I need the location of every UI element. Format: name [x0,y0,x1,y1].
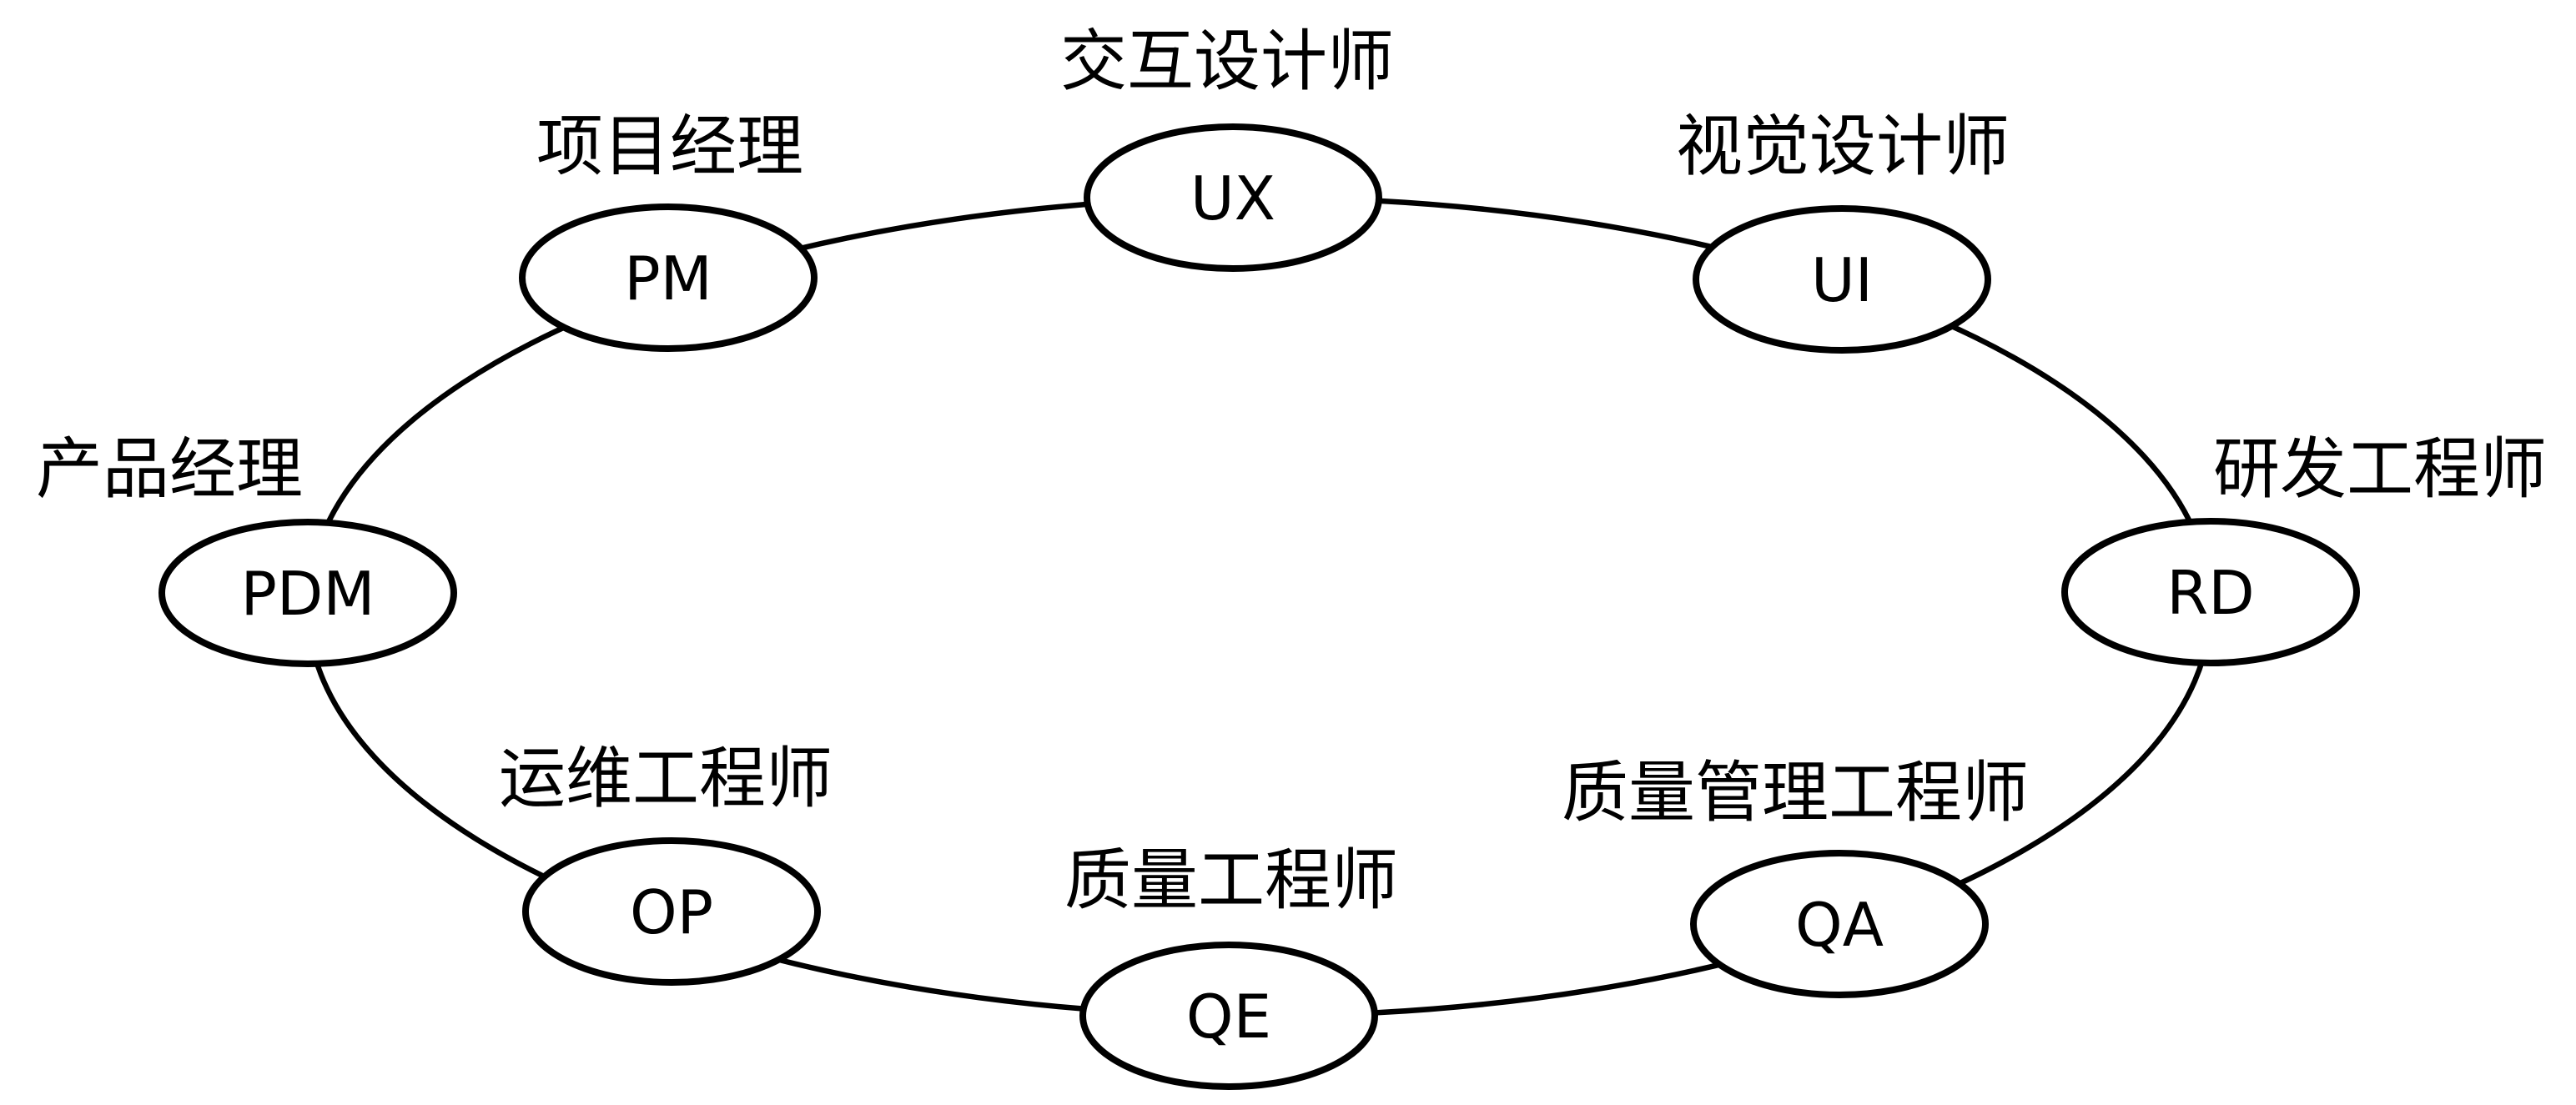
node-qe-shape [1079,942,1378,1090]
node-pdm-role-label: 产品经理 [36,430,303,508]
node-ux: UX [1084,123,1382,272]
node-rd-id: RD [2166,558,2254,628]
node-pm-id: PM [624,244,712,314]
node-ui: UI [1693,205,1991,354]
node-op-shape [522,837,821,986]
node-ui-role-label: 视觉设计师 [1676,108,2010,185]
node-qa-shape [1690,850,1989,998]
node-op: OP [522,837,821,986]
node-qa-id: QA [1795,890,1884,960]
node-op-role-label: 运维工程师 [499,740,833,817]
node-pm: PM [519,203,818,352]
node-pdm: PDM [158,519,457,667]
node-qe-id: QE [1186,982,1271,1052]
node-ux-id: UX [1190,163,1275,234]
node-qa: QA [1690,850,1989,998]
node-pm-role-label: 项目经理 [536,108,803,185]
node-qa-role-label: 质量管理工程师 [1562,754,2029,831]
node-pm-shape [519,203,818,352]
node-op-id: OP [630,877,713,947]
node-rd: RD [2061,518,2360,666]
node-qe-role-label: 质量工程师 [1064,841,1398,919]
node-ui-shape [1693,205,1991,354]
node-qe: QE [1079,942,1378,1090]
node-rd-shape [2061,518,2360,666]
node-rd-role-label: 研发工程师 [2213,430,2547,508]
node-ux-shape [1084,123,1382,272]
node-pdm-shape [158,519,457,667]
node-pdm-id: PDM [241,559,375,629]
node-ux-role-label: 交互设计师 [1060,23,1394,100]
node-ui-id: UI [1811,245,1873,315]
